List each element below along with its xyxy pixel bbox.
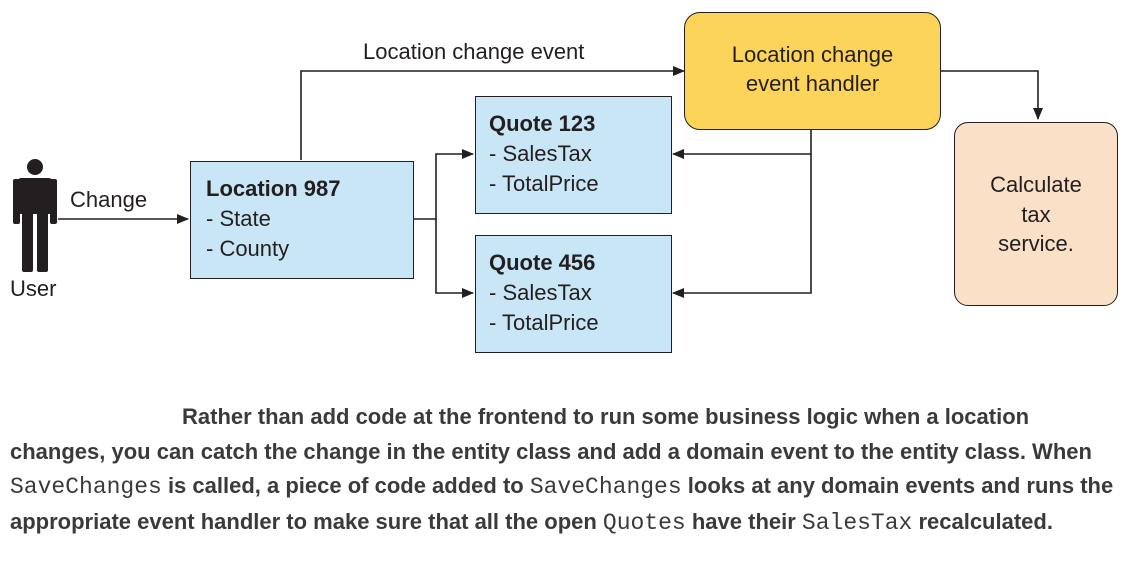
location-change-event-handler-box: Location change event handler	[684, 12, 941, 130]
edge-label-change: Change	[70, 187, 148, 212]
quote-123-field-salestax: - SalesTax	[489, 141, 592, 166]
arrow-location-to-quote-123	[413, 149, 474, 220]
arrow-location-to-quote-456	[435, 219, 474, 298]
tax-service-line-2: tax	[1021, 202, 1051, 227]
quote-456-field-salestax: - SalesTax	[489, 280, 592, 305]
calculate-tax-service-box: Calculate tax service.	[954, 122, 1118, 306]
quote-123-title: Quote 123	[489, 111, 596, 136]
caption-code-salestax: SalesTax	[801, 509, 913, 536]
caption-code-quotes: Quotes	[602, 509, 686, 536]
connector-arrows	[13, 66, 1043, 298]
arrow-handler-to-tax-service	[941, 70, 1043, 120]
caption-text-2: is called, a piece of code added to	[161, 473, 530, 498]
edge-label-location-change-event: Location change event	[363, 39, 585, 64]
caption-text-5: recalculated.	[912, 508, 1053, 534]
location-field-state: - State	[206, 206, 271, 231]
caption-text-4: have their	[685, 508, 802, 534]
tax-service-line-3: service.	[998, 231, 1074, 256]
caption-code-savechanges-2: SaveChanges	[529, 474, 682, 500]
arrow-location-to-handler	[300, 66, 685, 160]
quote-123-box: Quote 123 - SalesTax - TotalPrice	[475, 96, 672, 214]
caption-text-1: Rather than add code at the frontend to …	[10, 404, 1092, 464]
location-987-box: Location 987 - State - County	[190, 161, 414, 279]
user-icon	[13, 159, 57, 272]
location-field-county: - County	[206, 236, 290, 261]
handler-line-2: event handler	[745, 71, 880, 96]
caption-text-3: looks at any domain events and runs the …	[10, 473, 1114, 534]
quote-456-field-totalprice: - TotalPrice	[489, 310, 599, 335]
location-box-title: Location 987	[206, 176, 341, 201]
figure-caption: Rather than add code at the frontend to …	[10, 400, 1126, 540]
quote-456-box: Quote 456 - SalesTax - TotalPrice	[475, 235, 672, 353]
handler-line-1: Location change	[731, 42, 894, 67]
quote-456-title: Quote 456	[489, 250, 596, 275]
arrow-handler-to-quote-123	[672, 130, 812, 159]
quote-123-field-totalprice: - TotalPrice	[489, 171, 599, 196]
caption-code-savechanges-1: SaveChanges	[10, 474, 162, 500]
tax-service-line-1: Calculate	[990, 172, 1082, 197]
arrow-handler-to-quote-456	[672, 154, 812, 298]
user-label: User	[10, 276, 57, 301]
